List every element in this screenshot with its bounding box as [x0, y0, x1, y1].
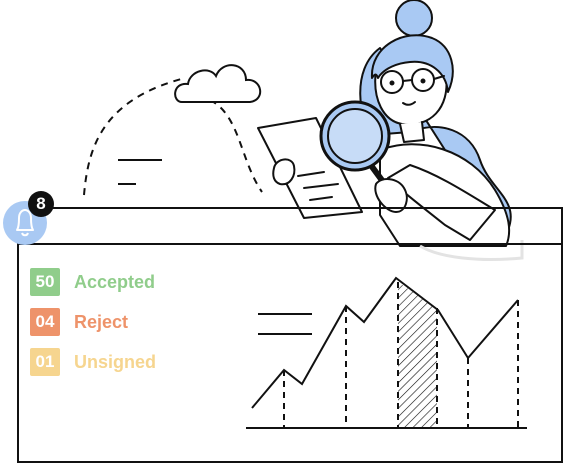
- stat-label-accepted: Accepted: [74, 272, 156, 292]
- stat-label-reject: Reject: [74, 312, 129, 332]
- chart-highlight-band: [398, 282, 437, 428]
- notification-count-badge: 8: [28, 191, 54, 217]
- glasses-bridge: [402, 79, 413, 82]
- chart-line: [251, 276, 519, 409]
- stat-row-accepted: 50 Accepted: [30, 268, 155, 296]
- document-line-2: [303, 183, 339, 189]
- magnifier-lens: [319, 100, 391, 172]
- woman-illustration: [257, 0, 512, 247]
- cloud-and-path-decoration: [83, 64, 263, 196]
- hair-bun: [395, 0, 433, 37]
- stat-value-unsigned: 01: [30, 348, 60, 376]
- hair-front: [370, 34, 454, 93]
- document-line-1: [297, 171, 325, 177]
- magnifier-lens-inner: [327, 108, 383, 164]
- card-shadow: [419, 240, 524, 261]
- glasses-arm: [433, 75, 445, 80]
- dashed-path-left: [83, 77, 186, 196]
- right-hand: [374, 178, 408, 213]
- cloud-icon: [174, 64, 261, 103]
- stat-row-unsigned: 01 Unsigned: [30, 348, 156, 376]
- eye-right: [420, 78, 426, 84]
- document: [257, 117, 363, 219]
- eye-left: [389, 80, 395, 86]
- stat-value-reject: 04: [30, 308, 60, 336]
- chart-illustration: [246, 276, 527, 429]
- neck: [399, 121, 425, 143]
- stat-value-accepted: 50: [30, 268, 60, 296]
- dashed-path-right: [209, 99, 263, 193]
- card-body: [17, 243, 563, 463]
- bell-icon: [16, 209, 34, 237]
- document-line-3: [309, 196, 333, 201]
- stat-row-reject: 04 Reject: [30, 308, 128, 336]
- left-hand: [272, 158, 296, 186]
- card-header-bar: [17, 207, 563, 245]
- mouth: [402, 101, 416, 106]
- stat-label-unsigned: Unsigned: [74, 352, 157, 372]
